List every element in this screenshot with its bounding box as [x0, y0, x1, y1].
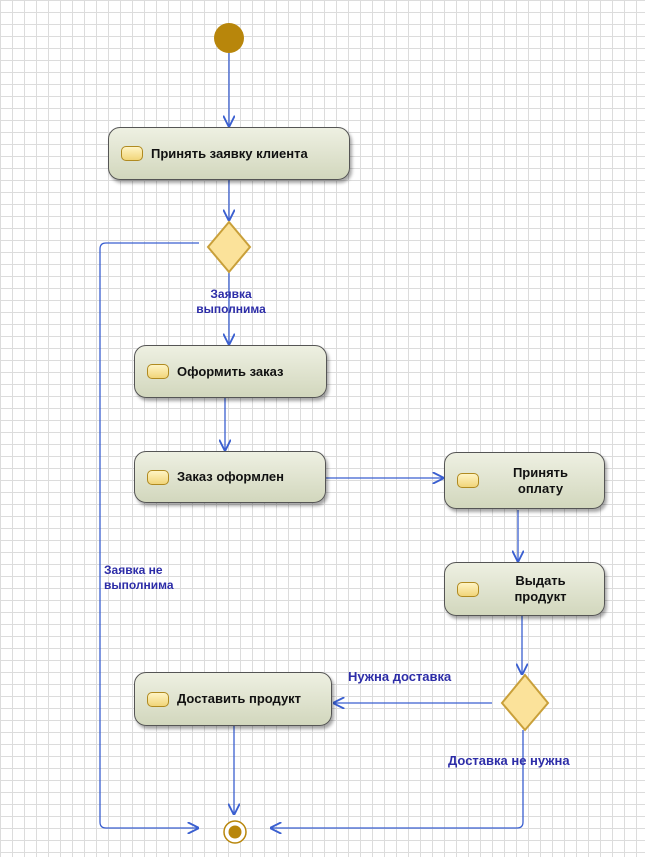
decision-node-delivery [500, 673, 550, 732]
action-label: Принять заявку клиента [151, 145, 308, 161]
initial-node [214, 23, 244, 53]
action-icon [147, 691, 169, 707]
guard-delivery-not-needed: Доставка не нужна [448, 753, 570, 768]
action-icon [147, 469, 169, 485]
action-label: Доставить продукт [177, 691, 302, 706]
flow-no-delivery-to-final [271, 730, 524, 828]
action-icon [457, 473, 479, 488]
action-deliver-product[interactable]: Доставить продукт [134, 672, 332, 726]
flow-not-feasible-to-final [99, 242, 199, 828]
action-icon [121, 146, 143, 161]
action-order-placed[interactable]: Заказ оформлен [134, 451, 326, 503]
action-icon [147, 364, 169, 379]
action-label: Оформить заказ [177, 363, 284, 379]
decision-node-feasible [206, 220, 252, 274]
action-icon [457, 581, 479, 597]
final-node [223, 820, 247, 844]
action-accept-request[interactable]: Принять заявку клиента [108, 127, 350, 180]
action-label: Заказ оформлен [177, 469, 284, 484]
action-place-order[interactable]: Оформить заказ [134, 345, 327, 398]
guard-delivery-needed: Нужна доставка [348, 669, 452, 684]
